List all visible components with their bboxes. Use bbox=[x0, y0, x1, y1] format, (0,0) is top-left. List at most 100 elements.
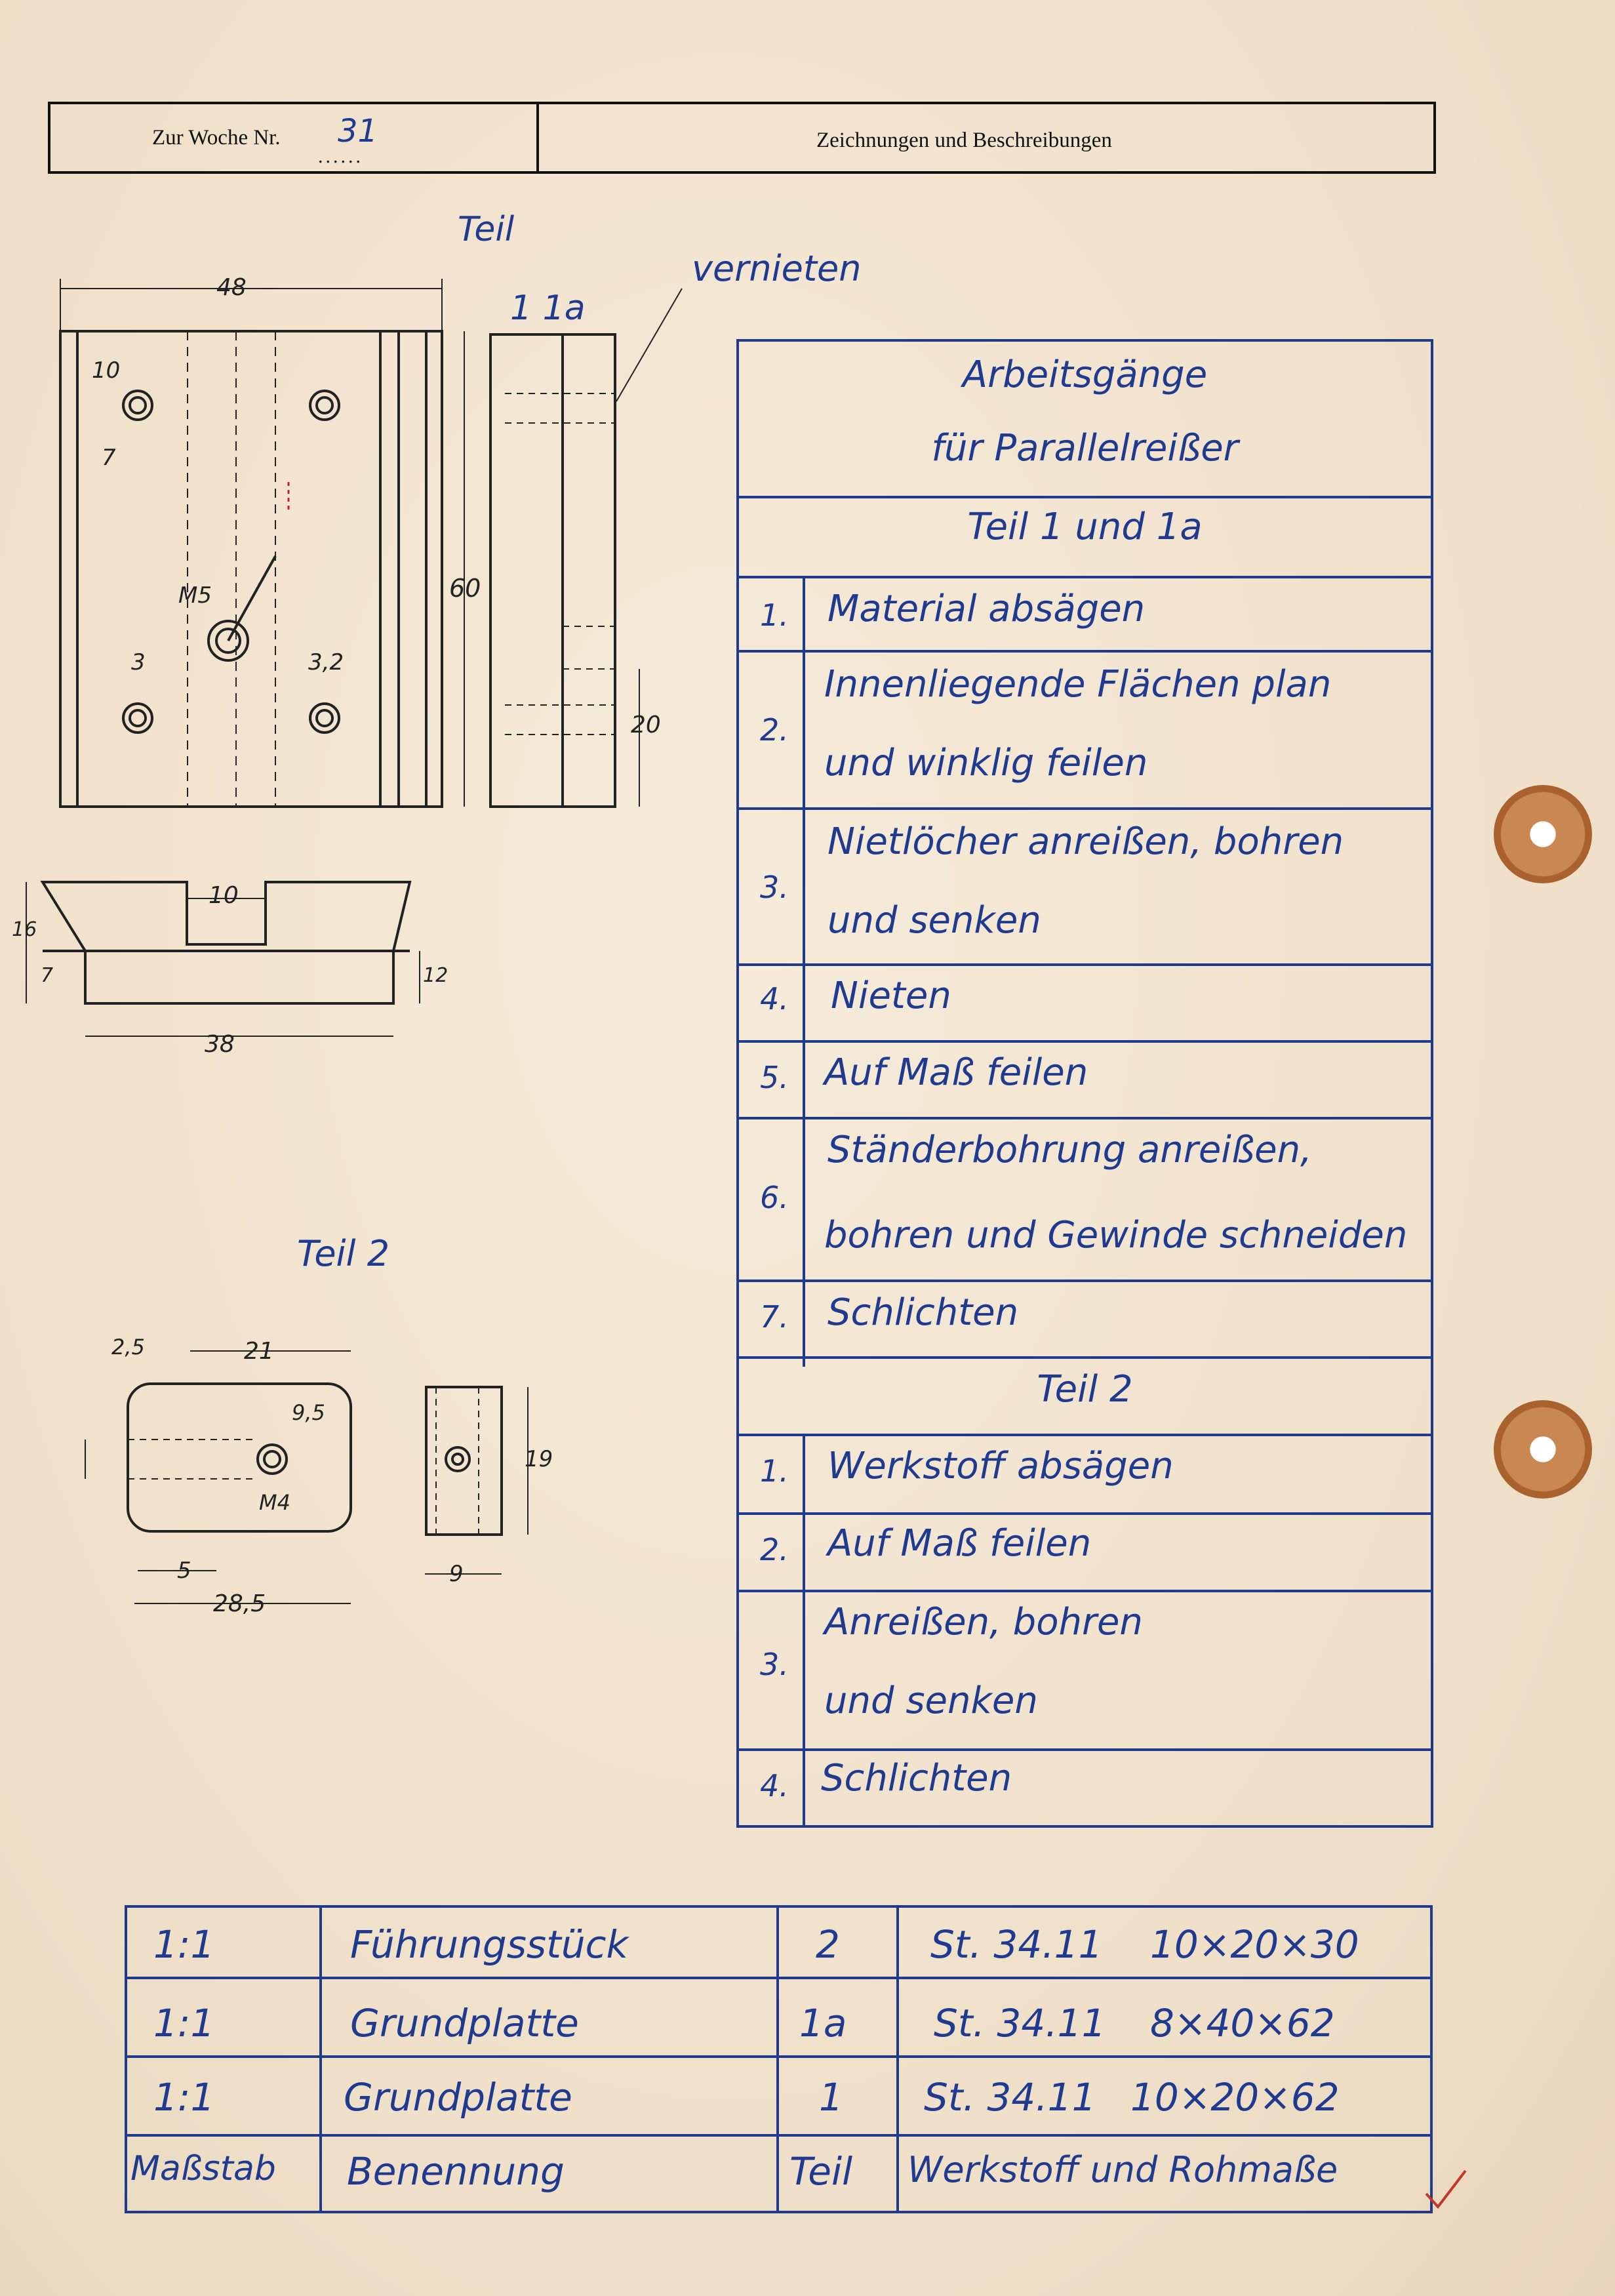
ops-group2-title: Teil 2 bbox=[1037, 1368, 1133, 1411]
dim-m5: M5 bbox=[178, 582, 212, 609]
pl-row1-dims: 10×20×30 bbox=[1150, 1922, 1359, 1967]
op-g1-5-text: Auf Maß feilen bbox=[824, 1051, 1088, 1094]
pl-row1-name: Führungsstück bbox=[350, 1922, 629, 1967]
ops-title-line2: für Parallelreißer bbox=[931, 427, 1239, 470]
threaded-hole bbox=[207, 620, 249, 662]
op-g1-2-line2: und winklig feilen bbox=[824, 742, 1148, 784]
dim-48: 48 bbox=[216, 274, 247, 301]
pl-row3-scale: 1:1 bbox=[153, 2075, 215, 2120]
ops-divider bbox=[739, 650, 1431, 653]
op-g1-5-num: 5. bbox=[760, 1060, 789, 1095]
week-number: 31 bbox=[338, 113, 378, 150]
dim-3: 3 bbox=[131, 649, 146, 675]
pl-header-scale: Maßstab bbox=[130, 2149, 276, 2188]
ops-num-column bbox=[803, 576, 805, 1367]
op-g1-2-line1: Innenliegende Flächen plan bbox=[824, 663, 1332, 706]
dim-21: 21 bbox=[244, 1338, 274, 1365]
op-g1-3-line2: und senken bbox=[827, 899, 1041, 942]
rivet-hole bbox=[309, 702, 340, 734]
pl-row2-name: Grundplatte bbox=[350, 2001, 579, 2045]
part2-front-view bbox=[127, 1382, 352, 1533]
pl-row2-material: St. 34.11 bbox=[934, 2001, 1106, 2045]
pl-col-divider bbox=[776, 1908, 779, 2211]
part-numbers-label: 1 1a bbox=[510, 289, 586, 328]
op-g1-6-line2: bohren und Gewinde schneiden bbox=[824, 1214, 1408, 1257]
op-g1-4-num: 4. bbox=[760, 981, 789, 1017]
binder-hole bbox=[1494, 785, 1592, 883]
dim-10: 10 bbox=[92, 357, 121, 384]
pl-col-divider bbox=[319, 1908, 322, 2211]
op-g1-2-num: 2. bbox=[760, 712, 789, 748]
pl-row1-part: 2 bbox=[816, 1922, 840, 1967]
dim-section-38: 38 bbox=[205, 1031, 235, 1058]
op-g1-4-text: Nieten bbox=[831, 975, 951, 1017]
section-title: Zeichnungen und Beschreibungen bbox=[816, 129, 1112, 152]
ops-title-line1: Arbeitsgänge bbox=[962, 353, 1208, 396]
op-g2-3-num: 3. bbox=[760, 1647, 789, 1682]
op-g2-1-text: Werkstoff absägen bbox=[827, 1445, 1174, 1487]
dim-section-7: 7 bbox=[41, 964, 54, 987]
technical-drawing bbox=[26, 279, 683, 1604]
ops-divider bbox=[739, 1356, 1431, 1359]
dim-2-5: 2,5 bbox=[111, 1335, 145, 1359]
dim-3-2: 3,2 bbox=[308, 649, 344, 675]
ops-divider bbox=[739, 496, 1431, 498]
rivet-hole bbox=[122, 702, 153, 734]
pl-header-material: Werkstoff und Rohmaße bbox=[907, 2149, 1338, 2190]
binder-hole bbox=[1494, 1400, 1592, 1499]
part-label: Teil bbox=[458, 210, 515, 249]
dim-9-5: 9,5 bbox=[292, 1400, 325, 1425]
ops-divider bbox=[739, 1279, 1431, 1282]
op-g2-3-line2: und senken bbox=[824, 1680, 1038, 1722]
part2-side-view bbox=[425, 1386, 503, 1536]
operations-table: Arbeitsgänge für Parallelreißer Teil 1 u… bbox=[736, 339, 1433, 1828]
header-divider bbox=[536, 102, 539, 174]
dim-20: 20 bbox=[631, 712, 661, 738]
ops-group1-title: Teil 1 und 1a bbox=[967, 506, 1203, 548]
op-g2-3-line1: Anreißen, bohren bbox=[824, 1601, 1143, 1643]
ops-divider bbox=[739, 1040, 1431, 1043]
dim-19: 19 bbox=[525, 1446, 553, 1472]
pl-header-part: Teil bbox=[789, 2149, 853, 2194]
ops-divider bbox=[739, 1512, 1431, 1515]
ops-divider bbox=[739, 1590, 1431, 1592]
ops-num-column bbox=[803, 1434, 805, 1825]
header-box bbox=[48, 102, 1436, 174]
dim-7: 7 bbox=[102, 445, 116, 471]
part1-front-view bbox=[59, 330, 443, 808]
op-g1-6-num: 6. bbox=[760, 1180, 789, 1215]
dim-60: 60 bbox=[449, 574, 481, 603]
pl-row3-name: Grundplatte bbox=[344, 2075, 572, 2120]
op-g1-7-num: 7. bbox=[760, 1299, 789, 1335]
pl-row2-part: 1a bbox=[799, 2001, 847, 2045]
op-g1-6-line1: Ständerbohrung anreißen, bbox=[827, 1129, 1312, 1171]
week-label: Zur Woche Nr. bbox=[152, 126, 281, 150]
part1-side-view bbox=[489, 333, 616, 808]
op-g1-3-num: 3. bbox=[760, 870, 789, 905]
dim-28-5: 28,5 bbox=[213, 1590, 266, 1617]
op-g2-1-num: 1. bbox=[760, 1453, 789, 1489]
rivet-note: vernieten bbox=[692, 248, 862, 289]
ops-divider bbox=[739, 807, 1431, 810]
op-g1-3-line1: Nietlöcher anreißen, bohren bbox=[827, 820, 1344, 863]
dim-m4: M4 bbox=[259, 1490, 290, 1515]
pl-row3-dims: 10×20×62 bbox=[1130, 2075, 1340, 2120]
dim-section-16: 16 bbox=[12, 918, 37, 941]
pl-row-divider bbox=[127, 2134, 1430, 2137]
ops-divider bbox=[739, 963, 1431, 966]
op-g1-7-text: Schlichten bbox=[827, 1291, 1019, 1334]
part2-hole bbox=[256, 1443, 288, 1475]
ops-divider bbox=[739, 1117, 1431, 1119]
pl-col-divider bbox=[896, 1908, 899, 2211]
dim-section-10: 10 bbox=[209, 882, 239, 909]
part2-title: Teil 2 bbox=[297, 1233, 390, 1274]
rivet-hole bbox=[122, 390, 153, 421]
pl-row1-scale: 1:1 bbox=[153, 1922, 215, 1967]
dim-9: 9 bbox=[449, 1561, 464, 1587]
ops-divider bbox=[739, 1434, 1431, 1436]
pl-row3-material: St. 34.11 bbox=[924, 2075, 1096, 2120]
op-g1-1-num: 1. bbox=[760, 597, 789, 633]
pl-row3-part: 1 bbox=[819, 2075, 843, 2120]
op-g2-4-num: 4. bbox=[760, 1768, 789, 1803]
